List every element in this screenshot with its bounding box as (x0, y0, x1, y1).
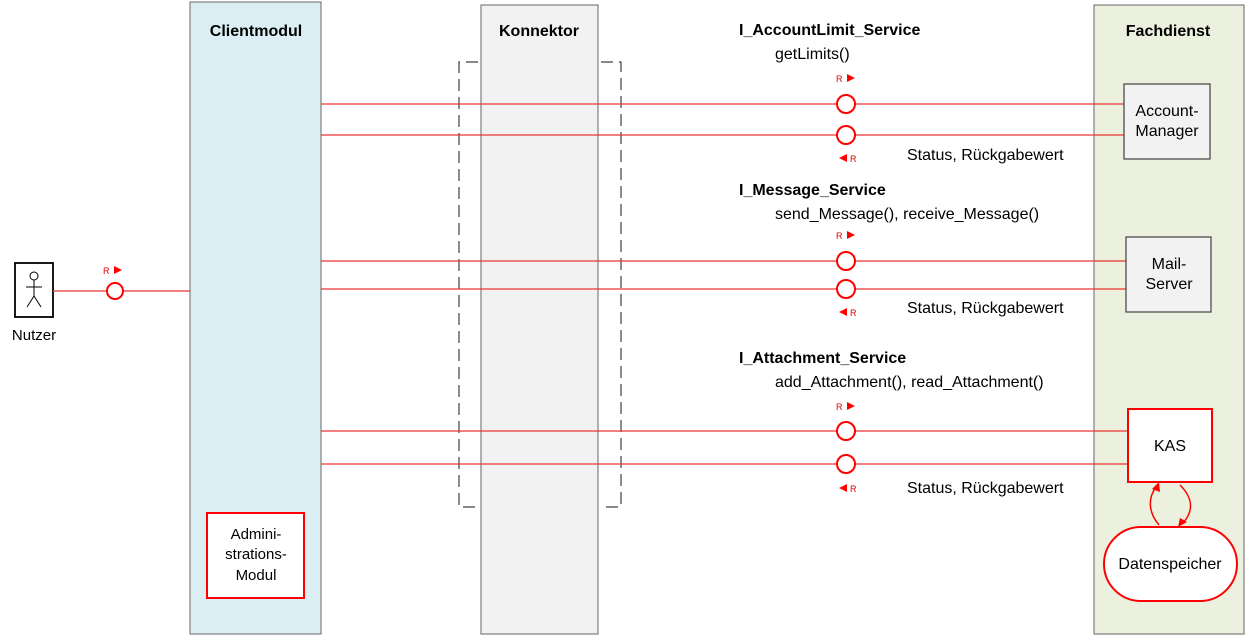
svg-text:R: R (103, 266, 110, 276)
svg-text:R: R (850, 308, 857, 318)
attachment-status-text: Status, Rückgabewert (907, 480, 1064, 497)
kas-box (1127, 408, 1213, 483)
message-request-r-marker: R (836, 231, 855, 241)
message-response-interface (836, 279, 856, 299)
message-request-interface (836, 251, 856, 271)
attachment-service-methods: add_Attachment(), read_Attachment() (775, 374, 1044, 391)
account-response-interface (836, 125, 856, 145)
attachment-request-r-marker: R (836, 402, 855, 412)
mail-server-label-line2: Server (1145, 276, 1193, 293)
svg-text:R: R (836, 74, 843, 84)
account-manager-box (1123, 83, 1211, 160)
right-arrow-icon (847, 402, 855, 410)
message-response-r-marker: R (839, 308, 857, 318)
account-response-r-marker: R (839, 154, 857, 164)
attachment-request-interface (836, 421, 856, 441)
account-service-methods: getLimits() (775, 46, 850, 63)
admin-module-label-line3: Modul (236, 567, 277, 584)
actor-interface-circle (106, 282, 124, 300)
left-arrow-icon (839, 154, 847, 162)
konnektor-title: Konnektor (499, 23, 579, 40)
account-manager-label-line2: Manager (1135, 123, 1199, 140)
arrow-head-icon (1152, 482, 1160, 492)
message-status-text: Status, Rückgabewert (907, 300, 1064, 317)
message-service-title: I_Message_Service (739, 182, 886, 199)
user-actor (14, 262, 54, 318)
clientmodul-title: Clientmodul (210, 23, 302, 40)
datenspeicher-label: Datenspeicher (1118, 556, 1222, 573)
account-request-r-marker: R (836, 74, 855, 84)
kas-to-storage-arrow (1179, 484, 1192, 524)
admin-module-label-line2: strations- (225, 546, 287, 563)
left-arrow-icon (839, 484, 847, 492)
account-service-title: I_AccountLimit_Service (739, 22, 921, 39)
datenspeicher-box (1103, 526, 1238, 602)
attachment-response-interface (836, 454, 856, 474)
right-arrow-icon (847, 74, 855, 82)
message-service-methods: send_Message(), receive_Message() (775, 206, 1039, 223)
arrow-head-icon (1178, 518, 1187, 527)
storage-to-kas-arrow (1149, 486, 1160, 526)
account-request-interface (836, 94, 856, 114)
kas-label: KAS (1154, 438, 1186, 455)
right-arrow-icon (847, 231, 855, 239)
mail-server-label-line1: Mail- (1152, 256, 1187, 273)
konnektor-column (480, 4, 599, 635)
admin-module-box (206, 512, 305, 599)
svg-text:R: R (850, 154, 857, 164)
attachment-response-r-marker: R (839, 484, 857, 494)
svg-text:R: R (836, 231, 843, 241)
konnektor-left-bracket (458, 61, 478, 508)
account-manager-label-line1: Account- (1135, 103, 1198, 120)
fachdienst-title: Fachdienst (1126, 23, 1211, 40)
svg-text:R: R (836, 402, 843, 412)
konnektor-right-bracket (601, 61, 622, 508)
right-arrow-icon (114, 266, 122, 274)
attachment-service-title: I_Attachment_Service (739, 350, 906, 367)
svg-text:R: R (850, 484, 857, 494)
left-arrow-icon (839, 308, 847, 316)
account-status-text: Status, Rückgabewert (907, 147, 1064, 164)
admin-module-label-line1: Admini- (231, 526, 282, 543)
actor-r-marker: R (103, 266, 122, 276)
mail-server-box (1125, 236, 1212, 313)
actor-label: Nutzer (12, 327, 56, 344)
